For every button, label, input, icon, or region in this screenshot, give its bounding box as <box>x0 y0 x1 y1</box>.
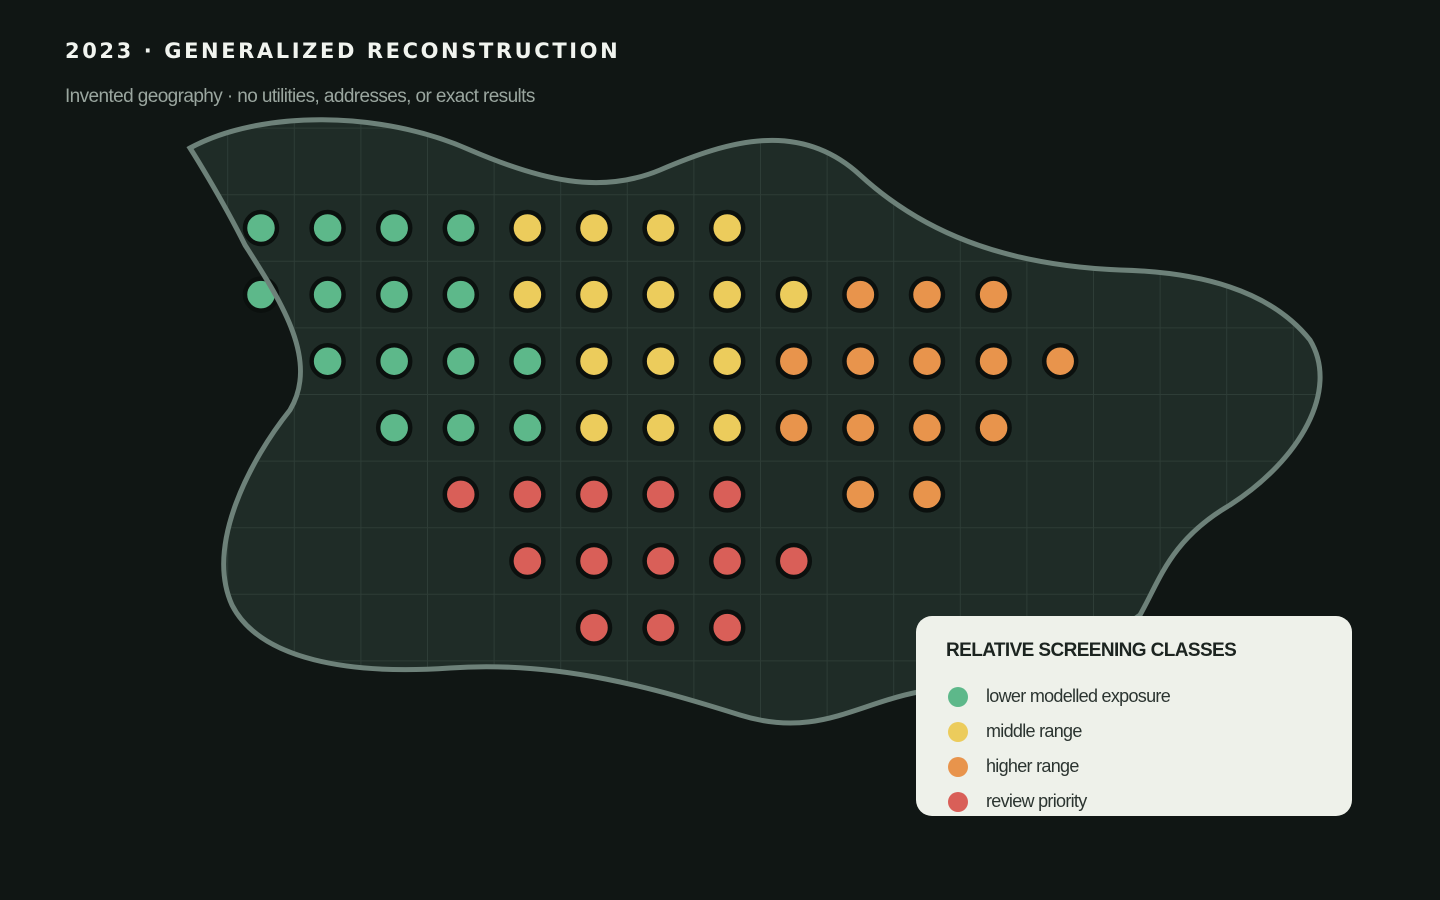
legend-swatch-mid <box>948 721 968 742</box>
marker-review <box>642 476 679 513</box>
marker-mid <box>708 276 746 313</box>
marker-review <box>575 609 613 646</box>
marker-mid <box>642 409 679 447</box>
marker-mid <box>575 342 613 380</box>
marker-low <box>375 209 413 247</box>
marker-high <box>775 409 813 447</box>
marker-low <box>309 342 346 380</box>
marker-review <box>708 542 746 580</box>
legend-label-high: higher range <box>986 756 1079 776</box>
marker-low <box>242 276 280 313</box>
legend-title: RELATIVE SCREENING CLASSES <box>946 640 1237 661</box>
marker-low <box>442 276 480 313</box>
marker-mid <box>509 276 546 313</box>
marker-high <box>975 409 1012 447</box>
marker-high <box>775 342 813 380</box>
legend-item-low: lower modelled exposure <box>946 679 1352 714</box>
marker-low <box>242 209 280 247</box>
marker-high <box>908 409 946 447</box>
marker-high <box>1041 342 1079 380</box>
page-subtitle: Invented geography · no utilities, addre… <box>65 86 535 107</box>
marker-low <box>442 409 480 447</box>
marker-low <box>375 276 413 313</box>
marker-mid <box>575 409 613 447</box>
marker-high <box>975 276 1012 313</box>
marker-low <box>509 409 546 447</box>
screening-markers <box>242 209 1079 646</box>
marker-mid <box>642 209 679 247</box>
marker-review <box>575 542 613 580</box>
legend-label-mid: middle range <box>986 721 1082 741</box>
marker-high <box>908 342 946 380</box>
marker-mid <box>708 409 746 447</box>
marker-mid <box>642 342 679 380</box>
legend-panel: RELATIVE SCREENING CLASSES lower modelle… <box>916 616 1352 816</box>
marker-low <box>375 409 413 447</box>
marker-review <box>708 476 746 513</box>
legend-item-review: review priority <box>946 784 1352 819</box>
marker-high <box>842 476 879 513</box>
marker-high <box>908 276 946 313</box>
marker-low <box>309 209 346 247</box>
legend-label-review: review priority <box>986 791 1087 811</box>
marker-low <box>442 209 480 247</box>
legend-swatch-review <box>948 791 968 812</box>
legend-item-high: higher range <box>946 749 1352 784</box>
marker-review <box>509 542 546 580</box>
marker-mid <box>642 276 679 313</box>
marker-low <box>509 342 546 380</box>
marker-review <box>708 609 746 646</box>
marker-mid <box>575 276 613 313</box>
marker-high <box>842 409 879 447</box>
marker-review <box>442 476 480 513</box>
marker-review <box>509 476 546 513</box>
marker-high <box>975 342 1012 380</box>
region-shape <box>190 119 1321 724</box>
marker-review <box>775 542 813 580</box>
marker-mid <box>708 342 746 380</box>
marker-review <box>642 609 679 646</box>
marker-mid <box>708 209 746 247</box>
marker-high <box>908 476 946 513</box>
marker-mid <box>775 276 813 313</box>
marker-low <box>442 342 480 380</box>
page-title: 2023 · GENERALIZED RECONSTRUCTION <box>65 39 621 63</box>
marker-low <box>309 276 346 313</box>
marker-mid <box>509 209 546 247</box>
marker-mid <box>575 209 613 247</box>
marker-high <box>842 342 879 380</box>
marker-review <box>642 542 679 580</box>
region-outline <box>186 117 1323 726</box>
marker-review <box>575 476 613 513</box>
marker-low <box>375 342 413 380</box>
legend-item-mid: middle range <box>946 714 1352 749</box>
marker-high <box>842 276 879 313</box>
legend-label-low: lower modelled exposure <box>986 686 1171 706</box>
legend-swatch-high <box>948 756 968 777</box>
legend-swatch-low <box>948 686 968 707</box>
